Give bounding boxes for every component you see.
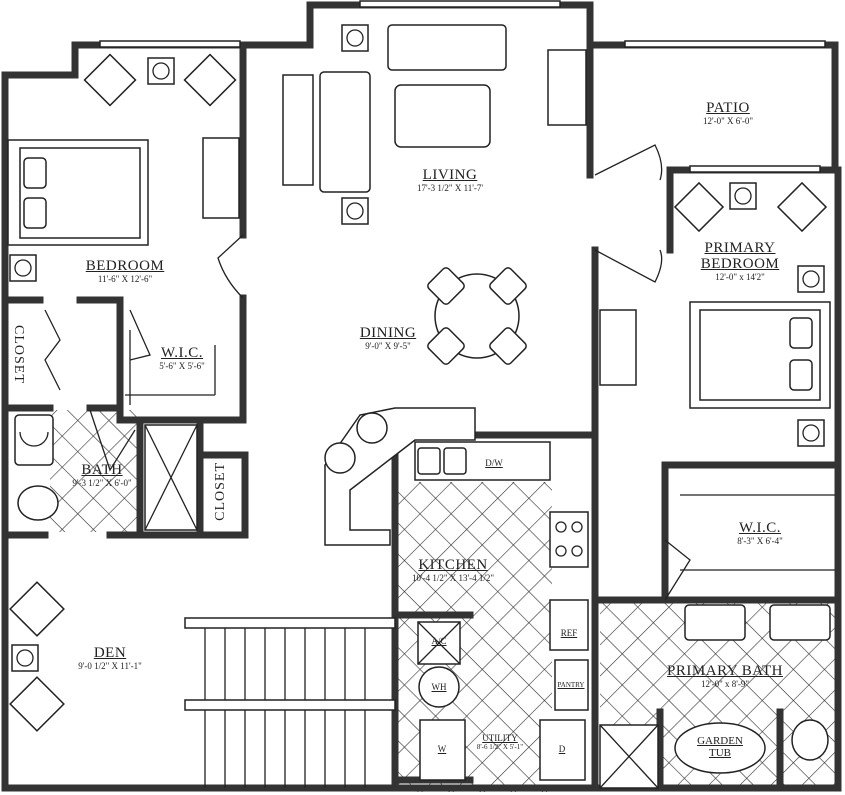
room-name: DEN <box>93 645 127 661</box>
room-dims: 12'-0" x 8'-9" <box>700 679 750 689</box>
room-label-bath: BATH 9'-3 1/2" X 6'-0" <box>72 462 131 489</box>
room-label-patio: PATIO 12'-0" X 6'-0" <box>703 100 753 127</box>
bath-fixtures <box>14 330 216 531</box>
living-furniture <box>282 24 587 365</box>
room-name: PRIMARY BATH <box>667 663 783 679</box>
room-name: W.I.C. <box>160 345 204 361</box>
room-dims: 8'-6 1/2" X 5'-1" <box>476 743 524 751</box>
room-name-line1: PRIMARY <box>704 240 776 256</box>
room-dims: 9'-0" X 9'-5" <box>365 341 411 351</box>
label-refrigerator: REF <box>560 628 578 638</box>
room-label-closet-left: CLOSET <box>11 325 26 384</box>
room-name: DINING <box>359 325 417 341</box>
room-label-closet-mid: CLOSET <box>213 462 228 521</box>
label-line2: TUB <box>709 747 731 759</box>
label-washer: W <box>437 744 447 754</box>
doors <box>44 144 691 601</box>
room-dims: 17'-3 1/2" X 11'-7' <box>417 183 483 193</box>
room-name-line2: BEDROOM <box>700 256 780 272</box>
room-label-bedroom: BEDROOM 11'-6" X 12'-6" <box>86 258 165 285</box>
label-dryer: D <box>558 744 566 754</box>
stairs <box>184 617 396 788</box>
room-label-dining: DINING 9'-0" X 9'-5" <box>360 325 416 352</box>
kitchen-fixtures <box>324 407 589 781</box>
room-name: BATH <box>81 462 123 478</box>
room-name: BEDROOM <box>85 258 165 274</box>
room-dims: 12'-0" x 14'2" <box>715 272 765 282</box>
room-name: W.I.C. <box>738 520 782 536</box>
label-dishwasher: D/W <box>485 458 503 468</box>
room-label-primary-bath: PRIMARY BATH 12'-0" x 8'-9" <box>667 663 783 690</box>
room-dims: 12'-0" X 6'-0" <box>702 116 754 126</box>
label-line1: GARDEN <box>697 735 743 747</box>
room-name: UTILITY <box>482 733 518 743</box>
room-label-living: LIVING 17'-3 1/2" X 11'-7' <box>417 167 483 194</box>
room-dims: 11'-6" X 12'-6" <box>97 274 153 284</box>
label-pantry: PANTRY <box>557 681 585 689</box>
room-name: KITCHEN <box>418 557 488 573</box>
room-label-kitchen: KITCHEN 10'-4 1/2" X 13'-4 1/2" <box>412 557 494 584</box>
primary-bath-fixtures <box>599 604 831 789</box>
room-label-wic-right: W.I.C. 8'-3" X 6'-4" <box>737 520 783 547</box>
label-ac: A/C <box>431 636 447 646</box>
room-label-utility: UTILITY 8'-6 1/2" X 5'-1" <box>477 733 523 751</box>
bath-tile-floor <box>50 410 142 532</box>
room-dims: 10'-4 1/2" X 13'-4 1/2" <box>411 573 495 583</box>
room-label-primary-bedroom: PRIMARY BEDROOM 12'-0" x 14'2" <box>701 240 780 283</box>
room-dims: 8'-3" X 6'-4" <box>737 536 783 546</box>
label-water-heater: WH <box>431 682 447 692</box>
room-name: PATIO <box>706 100 750 116</box>
den-furniture <box>9 581 65 732</box>
room-dims: 9'-0 1/2" X 11'-1" <box>78 661 142 671</box>
room-dims: 5'-6" X 5'-6" <box>159 361 205 371</box>
windows <box>99 0 826 173</box>
primary-bedroom-furniture <box>599 181 835 571</box>
kitchen-tile-floor <box>392 482 552 792</box>
room-dims: 9'-3 1/2" X 6'-0" <box>72 478 132 488</box>
room-name: LIVING <box>422 167 478 183</box>
bedroom-furniture <box>7 53 240 282</box>
room-label-den: DEN 9'-0 1/2" X 11'-1" <box>78 645 142 672</box>
room-label-wic-left: W.I.C. 5'-6" X 5'-6" <box>159 345 205 372</box>
label-garden-tub: GARDEN TUB <box>697 735 743 759</box>
